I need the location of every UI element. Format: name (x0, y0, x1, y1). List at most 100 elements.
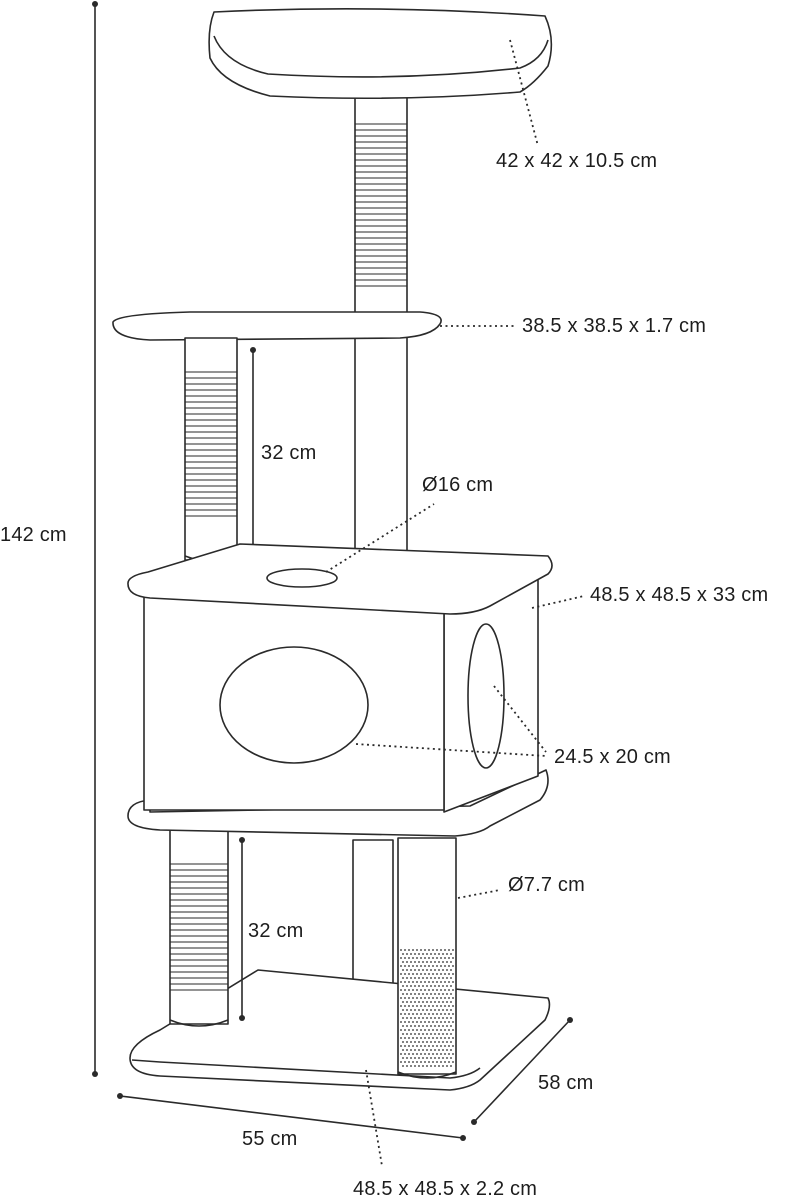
sisal-dot (414, 1025, 416, 1027)
sisal-dot (414, 969, 416, 971)
sisal-dot (422, 1001, 424, 1003)
sisal-dot (424, 1021, 426, 1023)
sisal-dot (444, 973, 446, 975)
sisal-dot (412, 981, 414, 983)
sisal-dot (416, 981, 418, 983)
sisal-dot (416, 989, 418, 991)
sisal-dot (446, 985, 448, 987)
sisal-dot (432, 949, 434, 951)
sisal-dot (420, 1013, 422, 1015)
sisal-dot (420, 1029, 422, 1031)
sisal-dot (430, 953, 432, 955)
sisal-dot (430, 1001, 432, 1003)
sisal-dot (410, 1049, 412, 1051)
sisal-dot (406, 1017, 408, 1019)
sisal-dot (452, 989, 454, 991)
sisal-dot (404, 1045, 406, 1047)
sisal-dot (418, 961, 420, 963)
condo-size-label: 48.5 x 48.5 x 33 cm (590, 584, 769, 606)
sisal-dot (444, 1037, 446, 1039)
sisal-dot (416, 1037, 418, 1039)
sisal-dot (424, 1045, 426, 1047)
sisal-dot (402, 953, 404, 955)
sisal-dot (448, 1053, 450, 1055)
sisal-dot (402, 977, 404, 979)
sisal-dot (418, 969, 420, 971)
sisal-dot (436, 1029, 438, 1031)
sisal-dot (434, 1065, 436, 1067)
sisal-dot (402, 993, 404, 995)
sisal-dot (430, 985, 432, 987)
sisal-dot (442, 1009, 444, 1011)
sisal-dot (440, 1005, 442, 1007)
sisal-dot (448, 1013, 450, 1015)
sisal-dot (416, 965, 418, 967)
sisal-dot (408, 1013, 410, 1015)
sisal-dot (448, 1061, 450, 1063)
sisal-dot (402, 1065, 404, 1067)
sisal-dot (414, 985, 416, 987)
sisal-dot (410, 961, 412, 963)
sisal-dot (440, 1053, 442, 1055)
sisal-dot (446, 1009, 448, 1011)
sisal-dot (424, 981, 426, 983)
sisal-dot (438, 1057, 440, 1059)
sisal-dot (448, 1021, 450, 1023)
depth-label: 58 cm (538, 1072, 594, 1094)
sisal-dot (420, 973, 422, 975)
sisal-dot (432, 1045, 434, 1047)
sisal-dot (402, 1025, 404, 1027)
sisal-dot (428, 1045, 430, 1047)
sisal-dot (436, 1045, 438, 1047)
sisal-dot (402, 969, 404, 971)
sisal-dot (416, 973, 418, 975)
sisal-dot (440, 981, 442, 983)
sisal-dot (410, 1009, 412, 1011)
sisal-dot (414, 1041, 416, 1043)
sisal-dot (444, 981, 446, 983)
sisal-dot (430, 1057, 432, 1059)
sisal-dot (446, 969, 448, 971)
sisal-dot (404, 1061, 406, 1063)
sisal-dot (442, 969, 444, 971)
sisal-dot (452, 949, 454, 951)
sisal-dot (428, 1037, 430, 1039)
sisal-dot (400, 1013, 402, 1015)
sisal-dot (450, 977, 452, 979)
sisal-dot (432, 1053, 434, 1055)
sisal-dot (446, 1065, 448, 1067)
sisal-dot (436, 957, 438, 959)
sisal-dot (414, 1057, 416, 1059)
sisal-dot (426, 1001, 428, 1003)
sisal-dot (420, 957, 422, 959)
sisal-dot (400, 981, 402, 983)
sisal-dot (452, 1037, 454, 1039)
sisal-dot (434, 985, 436, 987)
sisal-dot (422, 1057, 424, 1059)
sisal-dot (426, 1041, 428, 1043)
sisal-dot (400, 1037, 402, 1039)
sisal-dot (422, 1049, 424, 1051)
sisal-dot (444, 1013, 446, 1015)
sisal-dot (446, 1001, 448, 1003)
upper-post-height-label: 32 cm (261, 442, 317, 464)
sisal-dot (438, 953, 440, 955)
sisal-dot (438, 1017, 440, 1019)
middle-platform (112, 311, 442, 341)
sisal-dot (448, 1045, 450, 1047)
sisal-dot (432, 965, 434, 967)
sisal-dot (442, 993, 444, 995)
sisal-dot (408, 949, 410, 951)
sisal-dot (408, 1029, 410, 1031)
sisal-dot (438, 977, 440, 979)
sisal-dot (452, 957, 454, 959)
sisal-dot (424, 1053, 426, 1055)
sisal-dot (400, 957, 402, 959)
sisal-dot (410, 1017, 412, 1019)
top-perch-size-label: 42 x 42 x 10.5 cm (496, 150, 658, 172)
sisal-dot (436, 973, 438, 975)
top-perch (208, 8, 553, 100)
sisal-dot (430, 1025, 432, 1027)
sisal-dot (428, 981, 430, 983)
